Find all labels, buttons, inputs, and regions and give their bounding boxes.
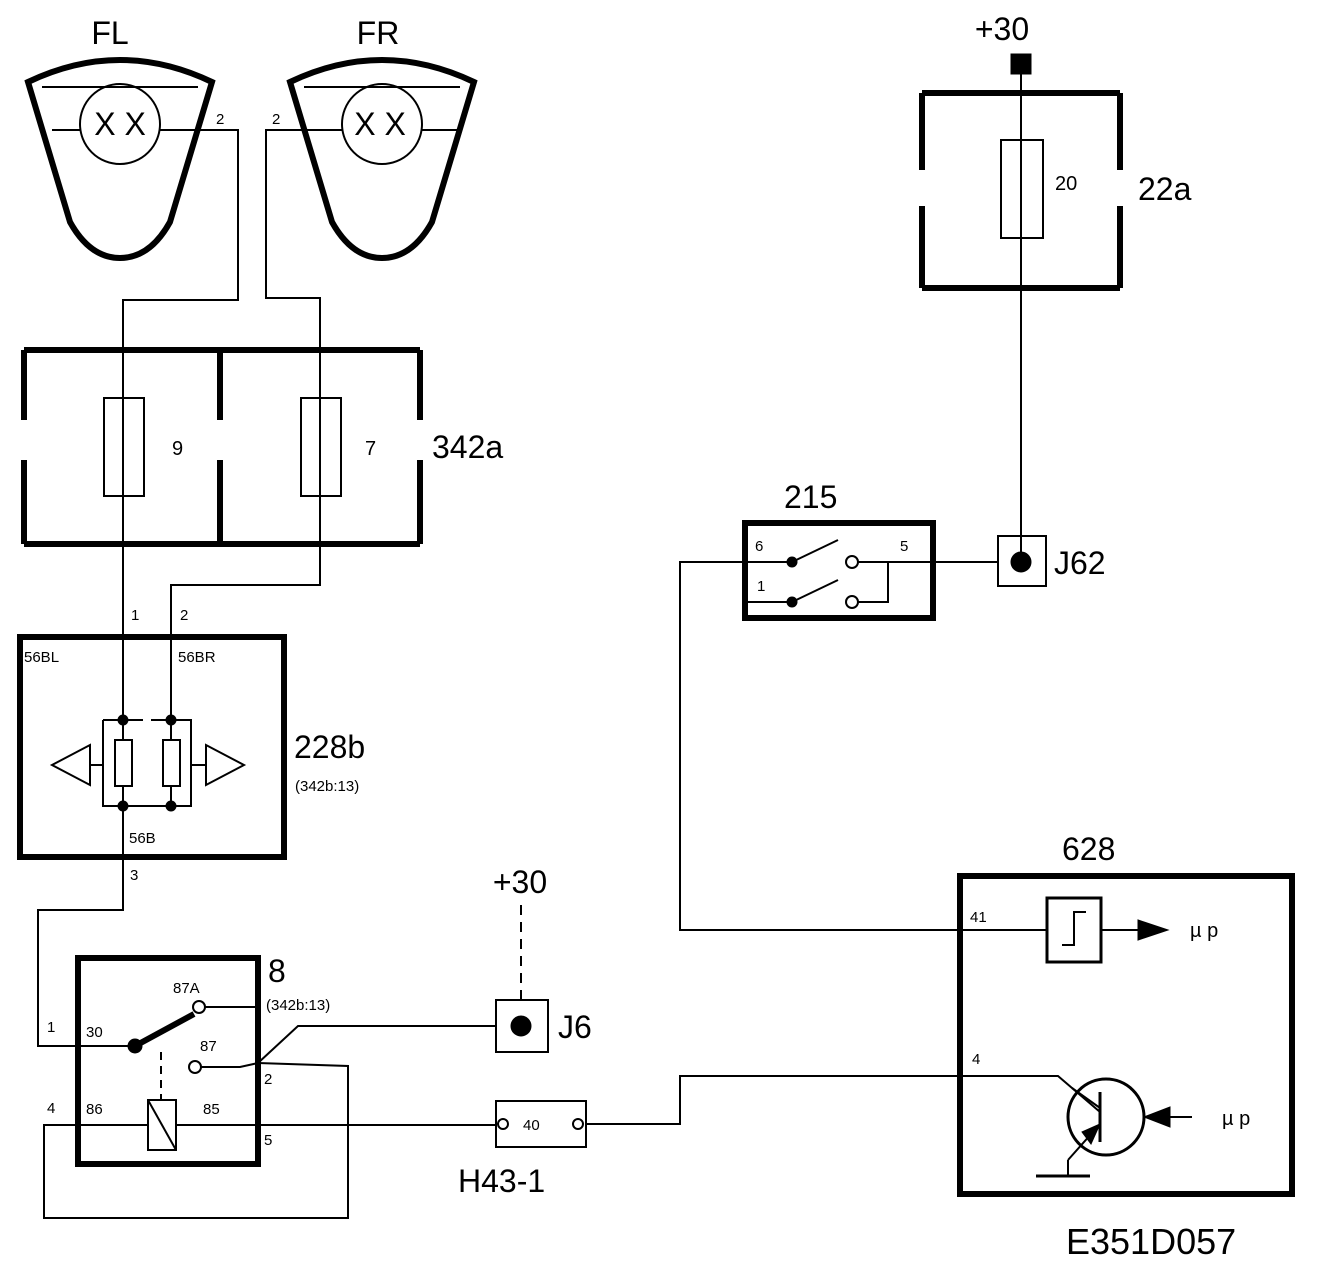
h43-label: H43-1 [458,1163,545,1199]
relay-pin-4: 4 [47,1100,55,1117]
h43-pin: 40 [523,1117,540,1134]
relay-terminal-87: 87 [200,1038,217,1055]
supply-terminal [1010,53,1032,75]
switch-pin-5: 5 [900,538,908,555]
switch-215: 215 6 1 5 [742,479,936,621]
module-228b-box [17,634,287,860]
j6-box [495,999,549,1053]
switch-215-label: 215 [784,479,837,515]
transistor-symbol [1066,1077,1146,1157]
resistor-left [114,739,133,787]
wire-215-to-628 [679,561,1047,931]
supply-plus30-label: +30 [975,11,1029,47]
mu-p-output-2: µ p [1222,1108,1250,1130]
pin-228b-3: 3 [130,867,138,884]
bulb-cross-label: X X [354,106,406,142]
switch-arm-lower [791,579,839,603]
relay-8: 8 (342b:13) 30 87A 87 86 85 [75,953,330,1167]
fuse-box-22a-label: 22a [1138,171,1192,207]
switch-pin-6: 6 [755,538,763,555]
lamp-label-fl: FL [91,15,128,51]
module-228b-label: 228b [294,729,365,765]
relay-8-label: 8 [268,953,286,989]
diagram-id: E351D057 [1066,1221,1236,1262]
arrow-left-icon [1142,1106,1171,1128]
relay-8-ref: (342b:13) [266,997,330,1014]
relay-pin-2: 2 [264,1071,272,1088]
fuse-20-label: 20 [1055,173,1077,195]
pin-name-56br: 56BR [178,649,216,666]
module-628-box [957,873,1295,1197]
connector-j6: +30 J6 [493,864,592,1053]
arrow-right-icon [205,743,247,787]
pin-228b-1: 1 [131,607,139,624]
pin-name-56b: 56B [129,830,156,847]
fuse-7-label: 7 [365,438,376,460]
bulb-symbol [341,83,423,165]
bulb-cross-label: X X [94,106,146,142]
fuse-box-342a-label: 342a [432,429,503,465]
wire-h43-to-628 [586,1075,1101,1125]
module-628: 628 41 µ p 4 µ p [957,831,1295,1197]
arrow-right-icon [1137,919,1170,941]
arrow-left-icon [49,743,91,787]
relay-terminal-86: 86 [86,1101,103,1118]
j6-supply-label: +30 [493,864,547,900]
pin-name-56bl: 56BL [24,649,59,666]
pin-628-41: 41 [970,909,987,926]
connector-j62: J62 [997,535,1106,587]
relay-terminal-85: 85 [203,1101,220,1118]
relay-terminal-87a: 87A [173,980,200,997]
fuse-9-label: 9 [172,438,183,460]
wire-fl-to-fuse9 [122,129,239,350]
pin-628-4: 4 [972,1051,980,1068]
relay-terminal-30: 30 [86,1024,103,1041]
j6-label: J6 [558,1009,592,1045]
resistor-right [162,739,181,787]
wire-fuse7-to-228b [170,544,321,637]
lamp-front-right: FR X X 2 [272,15,478,262]
switch-arm-upper [791,539,839,563]
relay-contact-arm [133,1011,196,1049]
wire-fr-to-fuse7 [265,129,321,350]
module-228b-ref: (342b:13) [295,778,359,795]
module-228b: 56BL 56BR 56B 228b (342b:13) [17,634,365,860]
lamp-front-left: FL X X 2 [24,15,224,262]
relay-8-box [75,955,261,1167]
lamp-label-fr: FR [357,15,400,51]
lamp-fl-pin: 2 [216,111,224,128]
fuse-box-22a: +30 20 22a [919,11,1192,291]
bulb-symbol [79,83,161,165]
pin-228b-2: 2 [180,607,188,624]
wire-228b-to-relay30 [37,857,124,1047]
module-628-label: 628 [1062,831,1115,867]
fuse-box-342a: 9 7 342a [21,347,503,547]
connector-h43-1: 40 H43-1 [458,1100,587,1199]
switch-215-box [742,520,936,621]
switch-pin-1: 1 [757,578,765,595]
j62-label: J62 [1054,545,1106,581]
relay-pin-1: 1 [47,1019,55,1036]
relay-pin-5: 5 [264,1132,272,1149]
wire-relay-loop [43,1062,349,1219]
lamp-fr-pin: 2 [272,111,280,128]
mu-p-output-1: µ p [1190,920,1218,942]
wire-relay87-to-j6 [257,1025,496,1064]
